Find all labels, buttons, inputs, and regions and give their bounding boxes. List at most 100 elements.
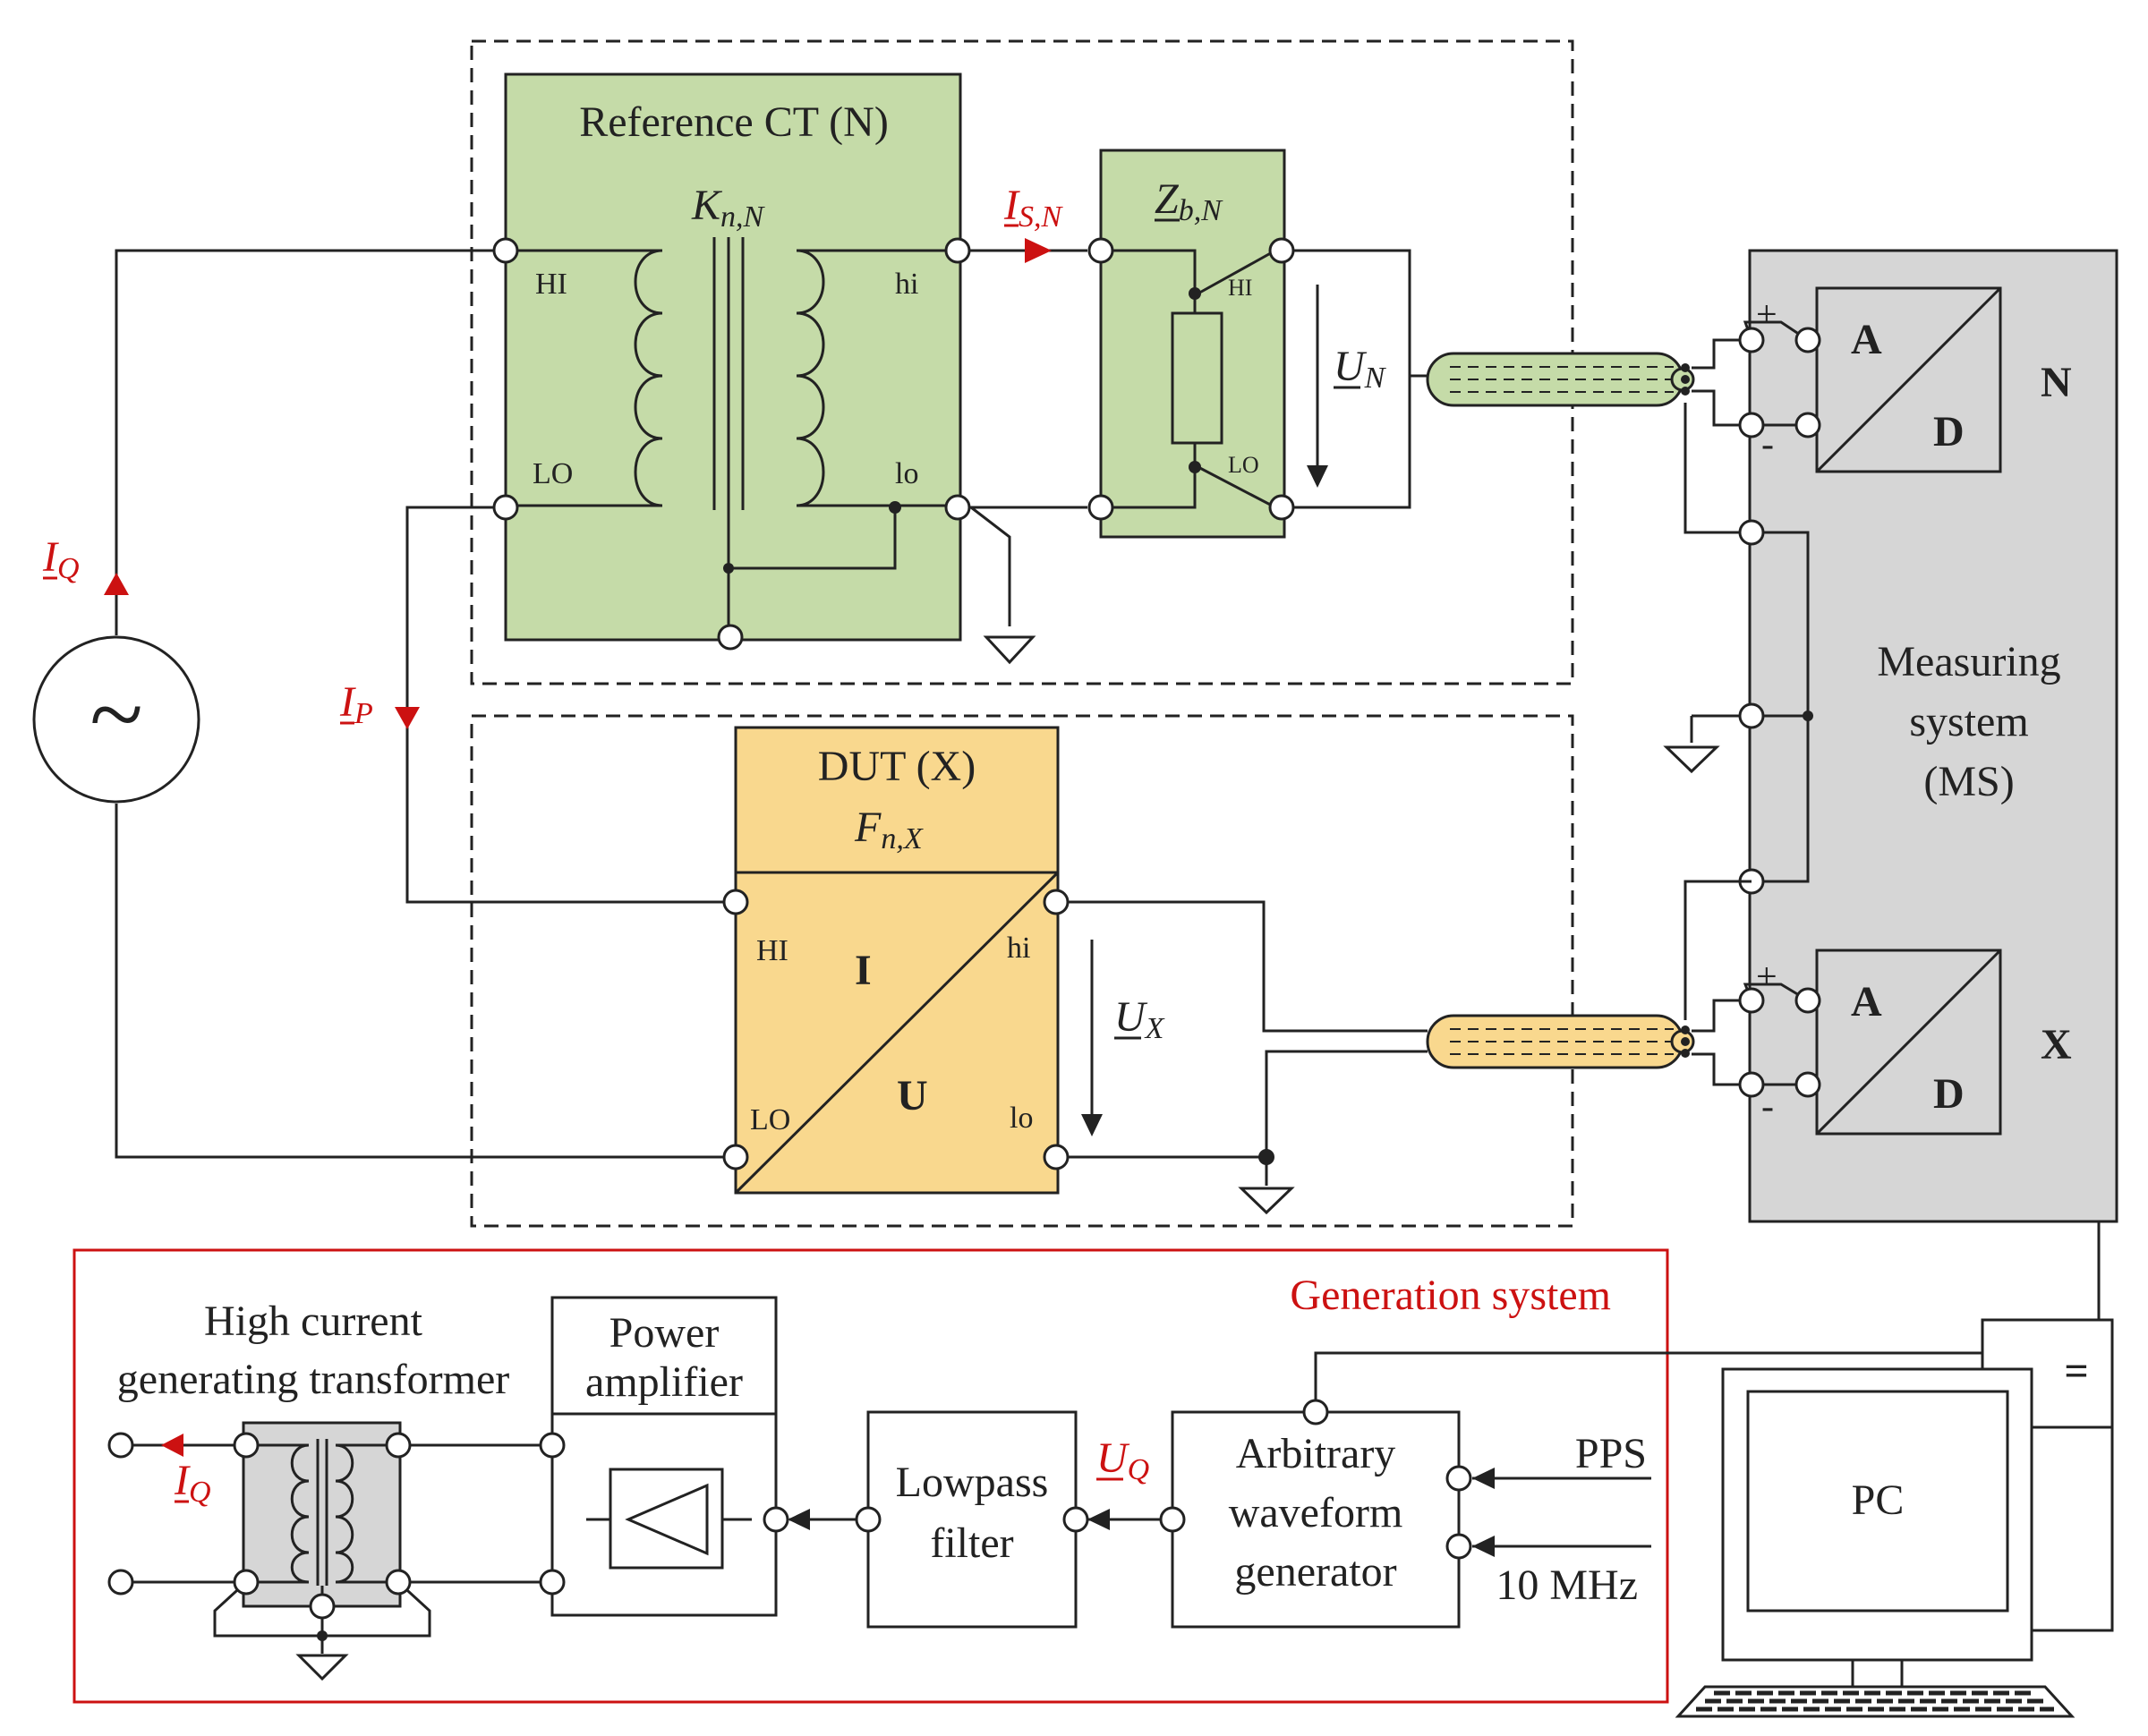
awg-sync-terminal	[1302, 1399, 1329, 1425]
filter-box	[866, 1410, 1078, 1629]
pc: = PC	[1675, 1318, 2114, 1718]
pc-connector: =	[2064, 1348, 2088, 1395]
generation-system-box	[72, 1248, 1669, 1704]
hc-terminal	[233, 1569, 260, 1596]
burden-resistor	[1171, 311, 1223, 445]
ms-to-pc-wire	[2032, 1221, 2114, 1632]
label-lo-secondary: lo	[895, 457, 918, 490]
ms-terminal	[1794, 327, 1821, 353]
ms-wire	[1692, 999, 1752, 1033]
pc-stand	[1851, 1658, 1904, 1689]
output-terminal-top	[107, 1432, 134, 1459]
generation-system-title: Generation system	[1290, 1272, 1611, 1319]
reference-ct-box	[504, 72, 962, 642]
label-hi-secondary: hi	[895, 268, 918, 301]
cable-n	[1410, 352, 1695, 407]
hc-terminal	[385, 1432, 412, 1459]
label-lo: LO	[1228, 452, 1259, 478]
current-arrow-p	[395, 707, 420, 729]
filter-title-line-1: Lowpass	[896, 1459, 1049, 1506]
pps-label: PPS	[1575, 1430, 1647, 1477]
ms-title-line-3: (MS)	[1923, 758, 2014, 805]
awg-clock-terminal	[1445, 1533, 1472, 1560]
dut-u: U	[897, 1072, 928, 1119]
filter-output-terminal	[855, 1506, 882, 1533]
adc-x-a: A	[1851, 978, 1882, 1025]
ground-symbol-dut	[1238, 1157, 1295, 1215]
hc-transformer-box	[242, 1421, 402, 1608]
label-lo: LO	[750, 1103, 790, 1136]
filter-input-terminal	[1062, 1506, 1089, 1533]
junction-dot	[1681, 1037, 1690, 1046]
voltage-label-x: UX	[1114, 993, 1165, 1045]
awg-pps-terminal	[1445, 1465, 1472, 1492]
channel-n-label: N	[2041, 359, 2072, 406]
dut-out-hi	[1068, 900, 1428, 1033]
label-hi: HI	[1228, 275, 1252, 301]
dut-title: DUT (X)	[818, 743, 976, 790]
ms-wire	[1692, 389, 1752, 427]
junction-dot	[723, 563, 734, 574]
source-symbol: ~	[90, 660, 143, 769]
adc-n-d: D	[1933, 408, 1965, 455]
hc-terminal	[233, 1432, 260, 1459]
current-label-p: IP	[339, 678, 373, 730]
dut: DUT (X) Fn,X I U HI hi LO lo	[722, 726, 1070, 1195]
label-hi-secondary: hi	[1007, 932, 1030, 965]
arrowhead	[1081, 1114, 1103, 1136]
label-lo: LO	[533, 457, 573, 490]
current-arrow-q	[104, 573, 129, 595]
amp-input-terminal	[763, 1506, 789, 1533]
awg-title-line-3: generator	[1234, 1548, 1396, 1596]
pc-screen	[1746, 1390, 2009, 1613]
ms-title-line-1: Measuring	[1877, 638, 2060, 685]
ground-symbol-hc	[295, 1654, 349, 1681]
junction-dot	[1681, 1025, 1690, 1034]
dut-i: I	[855, 947, 872, 994]
current-label-sn: IS,N	[1003, 182, 1063, 234]
adc-diagonal	[1815, 286, 2002, 473]
channel-x-label: X	[2041, 1021, 2072, 1068]
ms-terminal	[1738, 519, 1765, 546]
awg-to-pc-wire	[1314, 1351, 1982, 1400]
output-terminal-bottom	[107, 1569, 134, 1596]
voltage-label-n: UN	[1334, 343, 1387, 395]
lowpass-filter: Lowpass filter	[855, 1410, 1089, 1629]
junction-dot	[1189, 287, 1201, 300]
pc-label: PC	[1852, 1476, 1905, 1524]
ms-title-line-2: system	[1909, 698, 2028, 745]
reference-ct: Reference CT (N) Kn,N HI LO hi lo	[492, 72, 971, 651]
arrowhead	[1307, 465, 1328, 488]
terminal-hi-primary	[492, 237, 519, 264]
cable-body-n	[1426, 352, 1684, 407]
label-hi: HI	[535, 268, 567, 301]
terminal-hi-secondary	[1043, 889, 1070, 915]
cable-x	[1426, 1014, 1695, 1069]
terminal-burden-in	[1087, 237, 1114, 264]
measuring-system: Measuring system (MS) A D N + - A D X + …	[1663, 249, 2118, 1223]
ms-terminal	[1738, 327, 1765, 353]
dut-out-lo	[1068, 1050, 1428, 1159]
ms-wire	[1692, 338, 1752, 370]
hc-terminal	[385, 1569, 412, 1596]
terminal-lo-primary	[492, 494, 519, 521]
ms-terminal	[1738, 987, 1765, 1014]
arrowhead	[1472, 1536, 1495, 1557]
ground-symbol-ms	[1663, 745, 1720, 774]
current-arrow-sn	[1025, 238, 1052, 263]
ratio-symbol: Kn,N	[691, 182, 766, 234]
ms-terminal	[1738, 1071, 1765, 1098]
amplifier-title-line-1: Power	[609, 1309, 720, 1357]
plus-x: +	[1756, 957, 1777, 998]
terminal-burden-hi	[1268, 237, 1295, 264]
burden-label: Zb,N	[1155, 175, 1223, 227]
amp-terminal	[539, 1432, 566, 1459]
junction-dot	[317, 1630, 328, 1641]
transformer-title-line-2: generating transformer	[117, 1356, 509, 1403]
ms-terminal	[1794, 1071, 1821, 1098]
terminal-shield	[717, 624, 744, 651]
plus-n: +	[1756, 294, 1777, 336]
dut-diagonal	[734, 871, 1060, 1195]
voltage-label-q: UQ	[1096, 1434, 1149, 1486]
